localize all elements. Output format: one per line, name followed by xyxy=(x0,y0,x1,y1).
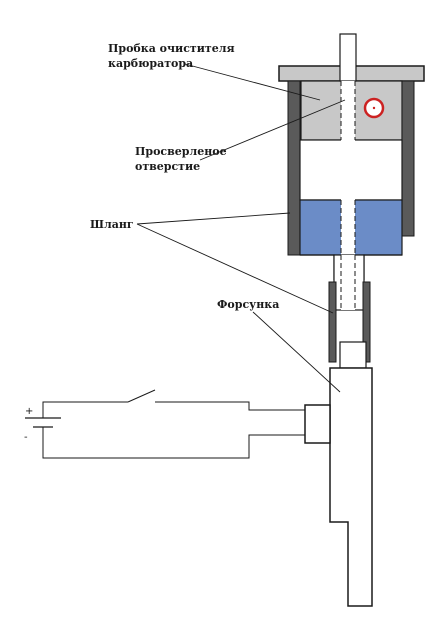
switch-blade xyxy=(127,389,156,403)
leader-hose-lower xyxy=(136,223,334,314)
indicator-dot xyxy=(372,106,376,110)
label-hose: Шланг xyxy=(90,218,134,231)
battery-plus-label: + xyxy=(25,406,33,417)
injector-connector xyxy=(304,404,331,444)
label-plug-line2: карбюратора xyxy=(108,57,193,70)
wire-bottom xyxy=(42,427,305,459)
cylinder-wall-left xyxy=(287,80,301,256)
leader-plug xyxy=(184,63,321,101)
top-tube xyxy=(339,33,357,82)
outlet-bore xyxy=(341,255,355,310)
battery-minus-label: - xyxy=(24,432,28,443)
label-hole-line1: Просверленое xyxy=(135,145,227,158)
label-plug-line1: Пробка очистителя xyxy=(108,42,235,55)
drilled-hole xyxy=(341,81,355,255)
wire-top xyxy=(155,401,305,411)
leader-injector xyxy=(252,311,341,393)
label-hole-line2: отверстие xyxy=(135,160,200,173)
wire-to-battery-plus xyxy=(42,401,128,418)
hose-left xyxy=(328,281,337,363)
cylinder-wall-right xyxy=(401,80,415,237)
injector-tip xyxy=(339,341,367,369)
leader-hose-upper xyxy=(136,212,291,225)
label-injector: Форсунка xyxy=(217,298,279,311)
injector-body xyxy=(329,367,373,607)
leader-hole xyxy=(199,99,346,161)
